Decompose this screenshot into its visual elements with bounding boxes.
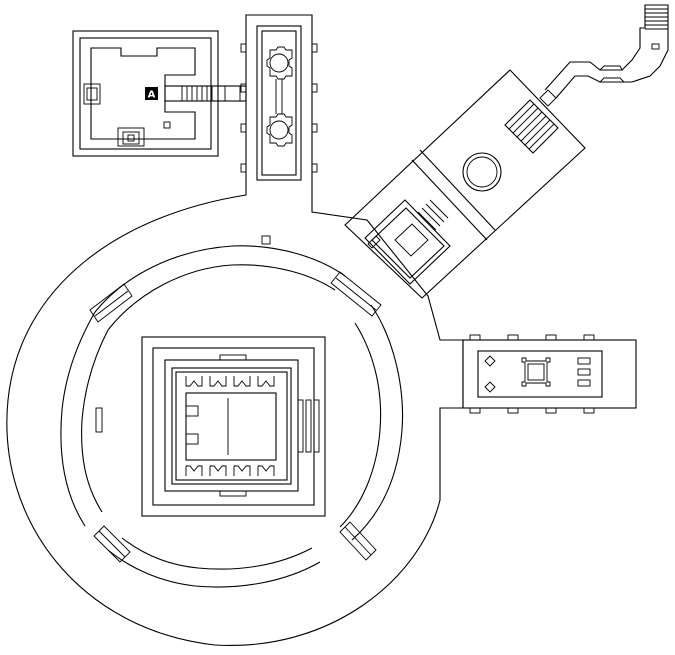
nw-annex-room [72, 30, 219, 157]
wall-slot-west [95, 407, 103, 433]
marker-a-label: A [148, 90, 156, 101]
ne-passage [544, 4, 669, 99]
central-sanctum [141, 336, 326, 517]
tower-nubs [240, 43, 318, 173]
outer-wall [6, 14, 464, 646]
east-wing [462, 334, 637, 414]
ne-wing [344, 69, 586, 299]
floor-tile-north [261, 235, 271, 245]
inner-ring [60, 245, 404, 588]
stair-corridor-west [164, 85, 247, 102]
marker-a[interactable]: A [145, 87, 158, 101]
north-tower [256, 25, 302, 181]
